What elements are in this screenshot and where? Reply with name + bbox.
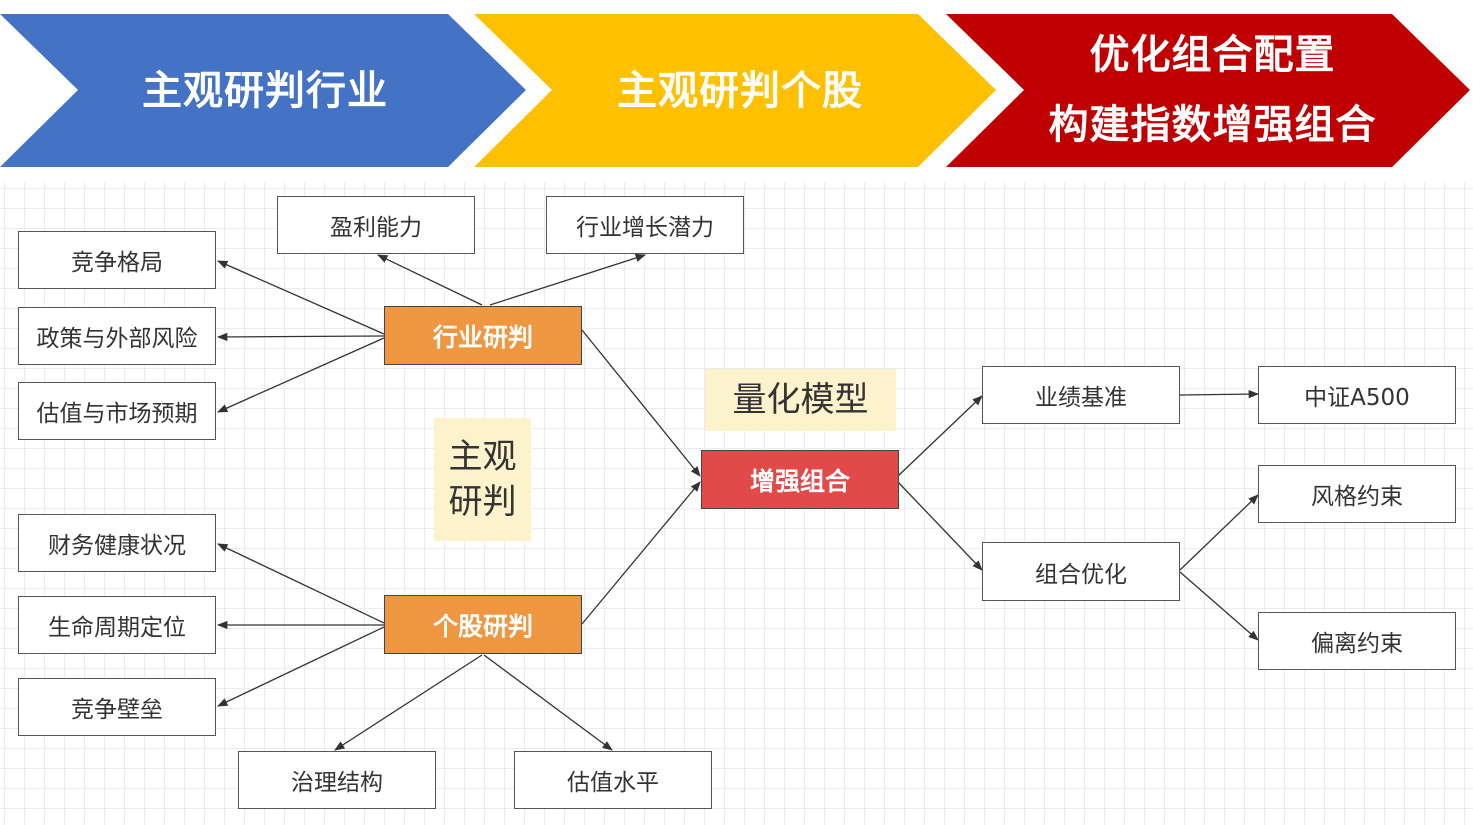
- factor-competition: 竞争格局: [18, 231, 216, 289]
- factor-policy-risk: 政策与外部风险: [18, 307, 216, 365]
- step2-arrow: [474, 14, 996, 167]
- factor-industry-growth: 行业增长潜力: [546, 196, 744, 254]
- factor-valuation-expectation: 估值与市场预期: [18, 382, 216, 440]
- factor-financial-health: 财务健康状况: [18, 514, 216, 572]
- industry-research-node: 行业研判: [384, 306, 582, 365]
- portfolio-optimization-node: 组合优化: [982, 542, 1180, 601]
- factor-profitability: 盈利能力: [277, 196, 475, 254]
- step1-arrow: [0, 14, 526, 167]
- banner-arrows: [0, 14, 1470, 167]
- enhanced-portfolio-node: 增强组合: [701, 450, 899, 509]
- benchmark-index-node: 中证A500: [1258, 366, 1456, 424]
- benchmark-node: 业绩基准: [982, 366, 1180, 424]
- quant-model-note: 量化模型: [705, 369, 896, 431]
- stock-research-node: 个股研判: [384, 595, 582, 654]
- deviation-constraint-node: 偏离约束: [1258, 612, 1456, 670]
- step3-label-line1: 优化组合配置: [1089, 32, 1336, 78]
- subjective-research-note: 主观研判: [434, 418, 531, 541]
- process-banner: 主观研判行业 主观研判个股 优化组合配置 构建指数增强组合: [0, 0, 1473, 180]
- factor-governance: 治理结构: [238, 751, 436, 809]
- factor-moat: 竞争壁垒: [18, 678, 216, 736]
- style-constraint-node: 风格约束: [1258, 465, 1456, 523]
- step3-label-line2: 构建指数增强组合: [1048, 102, 1377, 148]
- step1-label: 主观研判行业: [142, 68, 388, 114]
- step2-label: 主观研判个股: [617, 68, 863, 114]
- step3-arrow: [946, 14, 1470, 167]
- factor-valuation-level: 估值水平: [514, 751, 712, 809]
- factor-lifecycle: 生命周期定位: [18, 596, 216, 654]
